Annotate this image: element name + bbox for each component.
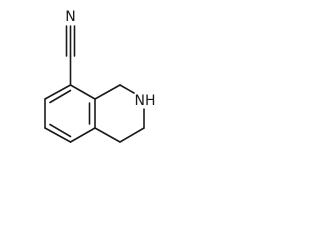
benzene-ring <box>44 84 96 143</box>
nitrile-group <box>65 25 76 86</box>
ring-amine-label: NH <box>135 93 156 109</box>
ring-bond-c4a-c5 <box>69 127 96 143</box>
double-bond-inner-c5-c6 <box>49 123 72 138</box>
ring-bond-c4-c4a <box>94 127 121 143</box>
double-bond-inner-c7-c8 <box>49 89 72 104</box>
nitrile-nitrogen-label: N <box>65 9 75 25</box>
saturated-ring <box>94 84 145 143</box>
ring-bond-c1-n2 <box>119 84 135 94</box>
ring-bond-c8-c8a <box>69 84 96 100</box>
ring-bond-c5-c6 <box>44 127 72 143</box>
ring-bond-c7-c8 <box>44 84 72 100</box>
ring-bond-c8a-c1 <box>94 84 121 100</box>
structure-drawing: N NH <box>44 9 156 143</box>
ring-bond-c3-c4 <box>119 127 145 143</box>
